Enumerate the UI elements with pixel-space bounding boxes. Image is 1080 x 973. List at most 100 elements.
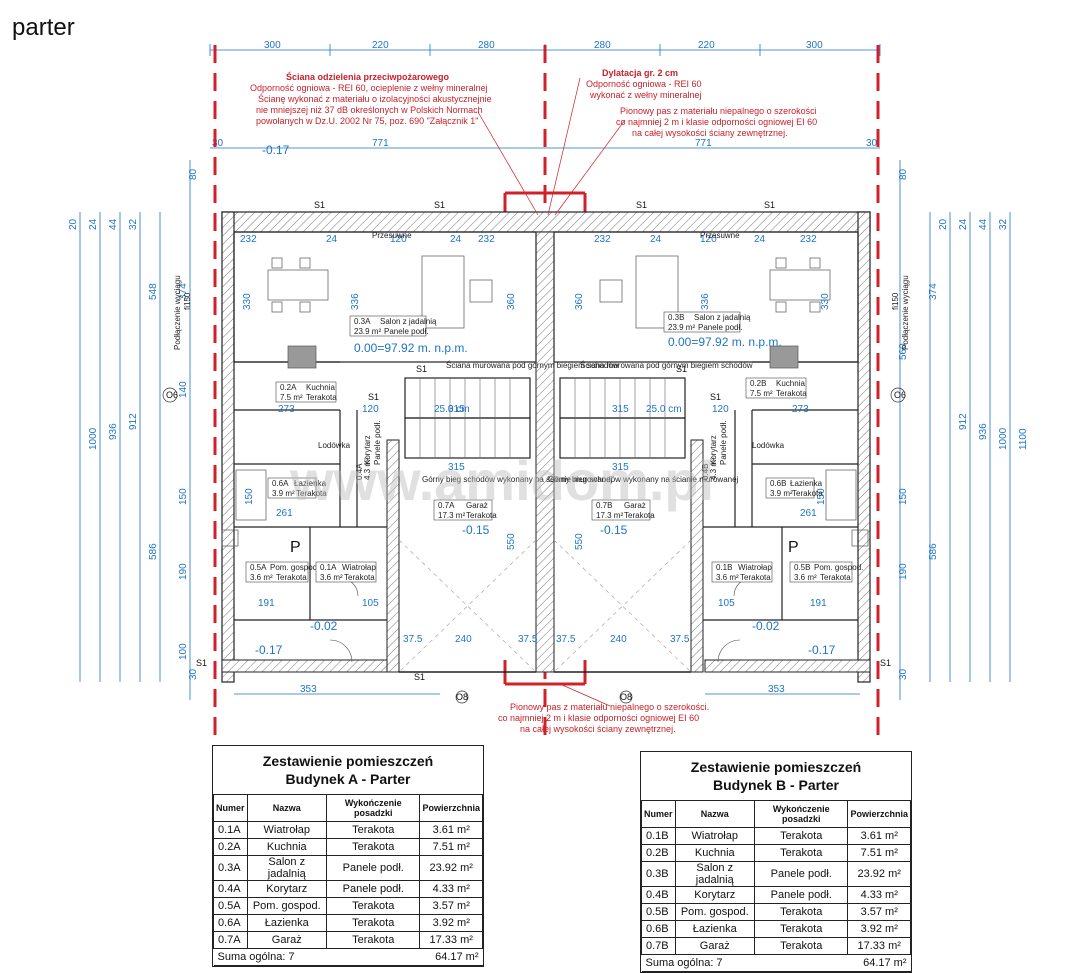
vent-label-right-fi: fi150: [891, 292, 900, 310]
col-header: Nazwa: [246, 794, 328, 822]
firewall-line: powołanych w Dz.U. 2002 Nr 75, poz. 690 …: [256, 116, 479, 126]
s1-tag: S1: [880, 658, 891, 668]
dim-inner: 24: [450, 234, 462, 245]
dim-inner: 232: [594, 234, 611, 245]
dim-left: 30: [188, 668, 199, 680]
svg-text:3.6 m²: 3.6 m²: [250, 573, 273, 582]
floor-plan: 300 220 280 280 220 300 30 771 771 30: [68, 40, 1029, 735]
svg-text:7.5 m²: 7.5 m²: [280, 393, 303, 402]
dim-left: 80: [188, 168, 199, 180]
dim-inner-v: 336: [350, 293, 361, 310]
svg-text:0.6B: 0.6B: [770, 479, 786, 488]
strip-top-line: co najmniej 2 m i klasie odporności ogni…: [616, 117, 817, 127]
dim-misc: 261: [800, 508, 817, 519]
svg-text:Terakota: Terakota: [276, 573, 307, 582]
svg-text:Terakota: Terakota: [740, 573, 771, 582]
dim-misc: 315: [448, 462, 465, 473]
s1-tag: S1: [434, 200, 445, 210]
sliding-door-label: Przesuwne: [700, 231, 740, 240]
dim-right-total: 1100: [1018, 428, 1029, 450]
dim-top: 280: [478, 40, 495, 51]
svg-text:Garaż: Garaż: [624, 501, 646, 510]
svg-text:3.6 m²: 3.6 m²: [320, 573, 343, 582]
svg-text:0.7B: 0.7B: [596, 501, 612, 510]
svg-text:Wiatrołap: Wiatrołap: [342, 563, 376, 572]
svg-text:Wiatrołap: Wiatrołap: [738, 563, 772, 572]
window-tag: O6: [166, 390, 178, 400]
s1-tag: S1: [196, 658, 207, 668]
strip-bottom-line: Pionowy pas z materiału niepalnego o sze…: [510, 702, 709, 712]
col-header: Powierzchnia: [419, 794, 483, 822]
dim-right: 374: [928, 283, 939, 300]
s1-tag: S1: [676, 364, 687, 374]
svg-text:0.5A: 0.5A: [250, 563, 267, 572]
dim-inner-v: 360: [506, 293, 517, 310]
dim-bottom: 353: [300, 684, 317, 695]
s1-tag: S1: [314, 200, 325, 210]
svg-text:Panele podł.: Panele podł.: [719, 421, 728, 465]
col-header: Wykończenie posadzki: [754, 800, 849, 828]
dim-half-b: 771: [695, 138, 712, 149]
window-tag: O8: [456, 692, 468, 702]
p-tag: P: [290, 539, 301, 556]
svg-text:23.9 m²: 23.9 m²: [668, 323, 695, 332]
dim-misc: 37.5: [518, 634, 538, 645]
level-mark: -0.17: [808, 643, 836, 657]
svg-text:0.3A: 0.3A: [354, 317, 371, 326]
dim-left: 912: [128, 413, 139, 430]
dim-left: 586: [148, 543, 159, 560]
firewall-title: Ściana odzielenia przeciwpożarowego: [286, 71, 450, 82]
dim-top: 300: [806, 40, 823, 51]
dim-top: 220: [372, 40, 389, 51]
svg-text:Łazienka: Łazienka: [294, 479, 327, 488]
window-tag: O8: [620, 692, 632, 702]
svg-text:Terakota: Terakota: [820, 573, 851, 582]
stair-note-a: Ściana murowana pod górnym biegiem schod…: [446, 361, 619, 370]
col-header: Nazwa: [674, 800, 756, 828]
svg-text:Terakota: Terakota: [466, 511, 497, 520]
dim-left: 548: [148, 283, 159, 300]
col-header: Numer: [641, 800, 676, 828]
dim-misc: 315: [612, 462, 629, 473]
s1-tag: S1: [368, 392, 379, 402]
svg-text:3.9 m²: 3.9 m²: [272, 489, 295, 498]
svg-text:Panele podł.: Panele podł.: [373, 421, 382, 465]
col-header: Numer: [213, 794, 248, 822]
dim-misc: 240: [610, 634, 627, 645]
svg-text:Terakota: Terakota: [344, 573, 375, 582]
level-mark: -0.15: [462, 523, 490, 537]
dim-right: 80: [898, 168, 909, 180]
table-a-grid: Numer Nazwa Wykończenie posadzki Powierz…: [213, 794, 483, 966]
dim-right: 912: [958, 413, 969, 430]
level-zero-a: 0.00=97.92 m. n.p.m.: [354, 341, 468, 355]
level-zero-b: 0.00=97.92 m. n.p.m.: [668, 335, 782, 349]
svg-text:Terakota: Terakota: [306, 393, 337, 402]
dim-left: 1000: [88, 427, 99, 450]
svg-text:Terakota: Terakota: [792, 489, 823, 498]
level-mark: -0.15: [600, 523, 628, 537]
svg-text:Panele podł.: Panele podł.: [698, 323, 742, 332]
window-tag: O6: [894, 390, 906, 400]
s1-tag: S1: [416, 364, 427, 374]
svg-text:0.4A: 0.4A: [355, 463, 364, 480]
svg-text:Pom. gospod.: Pom. gospod.: [814, 563, 863, 572]
dim-right: 32: [998, 218, 1009, 230]
col-header: Wykończenie posadzki: [326, 794, 421, 822]
svg-text:Panele podł.: Panele podł.: [384, 327, 428, 336]
stair-note-b: Ściana murowana pod górnym biegiem schod…: [580, 361, 753, 370]
room-table-b: Zestawienie pomieszczeń Budynek B - Part…: [640, 751, 912, 973]
